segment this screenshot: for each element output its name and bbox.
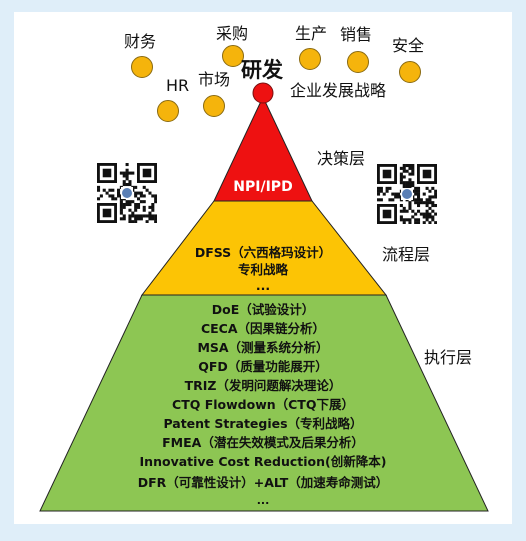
- dot-sales: [347, 51, 369, 73]
- dot-safety: [399, 61, 421, 83]
- qr-code-right-icon: [377, 164, 437, 224]
- tier-decision-label: NPI/IPD: [233, 179, 293, 195]
- label-finance: 财务: [124, 32, 157, 51]
- dot-procurement: [222, 45, 244, 67]
- dot-market: [203, 95, 225, 117]
- label-market: 市场: [198, 70, 231, 89]
- bottom-line: CECA（因果链分析）: [200, 321, 326, 336]
- middle-line: DFSS（六西格玛设计）: [194, 245, 332, 260]
- bottom-line: FMEA（潜在失效模式及后果分析）: [162, 435, 364, 450]
- bottom-line: TRIZ（发明问题解决理论）: [184, 378, 342, 393]
- label-strategy: 企业发展战略: [290, 81, 387, 100]
- dot-production: [299, 48, 321, 70]
- bottom-line: QFD（质量功能展开）: [198, 359, 328, 374]
- label-production: 生产: [295, 24, 328, 43]
- bottom-line: ...: [256, 494, 270, 507]
- bottom-line: DoE（试验设计）: [211, 302, 315, 317]
- label-sales: 销售: [340, 25, 373, 44]
- apex-dot: [252, 82, 274, 104]
- bottom-line: Patent Strategies（专利战略）: [163, 416, 363, 431]
- layer-execution-label: 执行层: [424, 348, 473, 367]
- dot-finance: [131, 56, 153, 78]
- label-hr: HR: [166, 76, 190, 95]
- layer-process-label: 流程层: [382, 245, 431, 264]
- label-procurement: 采购: [216, 24, 249, 43]
- middle-line: ...: [255, 278, 271, 293]
- label-rnd: 研发: [241, 58, 283, 82]
- label-safety: 安全: [392, 36, 425, 55]
- bottom-line: CTQ Flowdown（CTQ下展）: [172, 397, 354, 412]
- dot-hr: [157, 100, 179, 122]
- middle-line: 专利战略: [237, 262, 288, 277]
- qr-code-left-icon: [97, 163, 157, 223]
- layer-decision-label: 决策层: [317, 149, 366, 168]
- bottom-line: MSA（测量系统分析）: [197, 340, 329, 355]
- tier-execution: [39, 294, 489, 512]
- bottom-line: Innovative Cost Reduction(创新降本): [139, 454, 387, 469]
- bottom-line: DFR（可靠性设计）+ALT（加速寿命测试）: [137, 475, 389, 490]
